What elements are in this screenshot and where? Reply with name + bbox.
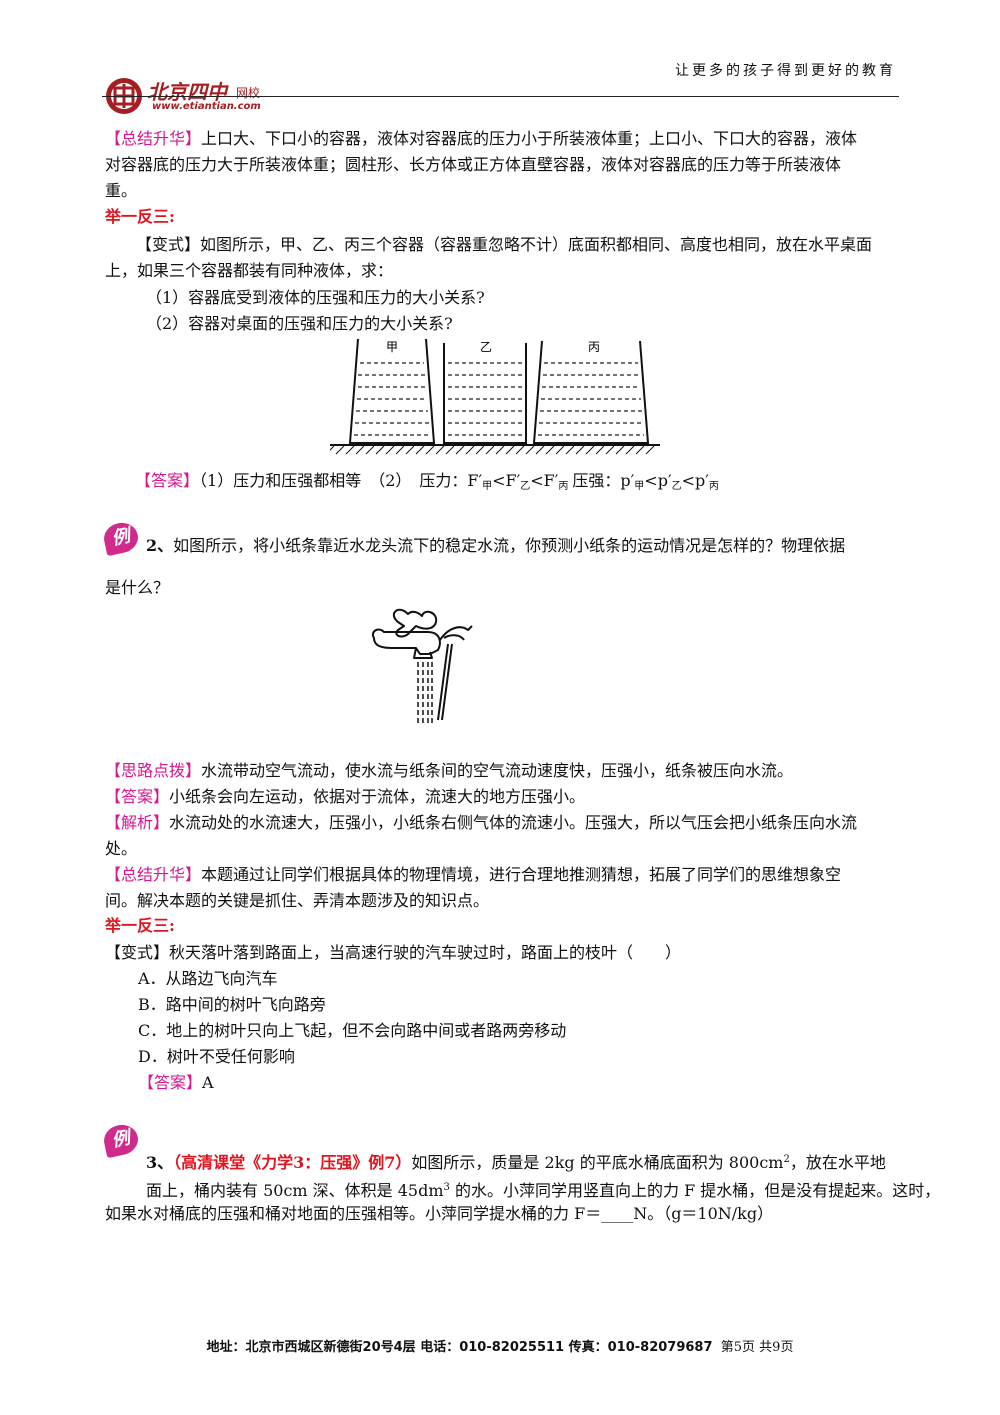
answer-tag: 【答案】 [105, 787, 170, 806]
logo-url: www.etiantian.com [152, 101, 261, 112]
answer-text: A [202, 1073, 214, 1092]
summary-tag: 【总结升华】 [105, 129, 202, 148]
answer-line: 【答案】（1）压力和压强都相等 （2） 压力：F′甲<F′乙<F′丙压强：p′甲… [135, 468, 930, 500]
summary-line: 【总结升华】本题通过让同学们根据具体的物理情境，进行合理地推测猜想，拓展了同学们… [105, 862, 900, 888]
question-text: 面上，桶内装有 50cm 深、体积是 45dm [146, 1181, 444, 1200]
hint-line: 【思路点拨】水流带动空气流动，使水流与纸条间的空气流动速度快，压强小，纸条被压向… [105, 758, 900, 784]
example2-question: 2、如图所示，将小纸条靠近水龙头流下的稳定水流，你预测小纸条的运动情况是怎样的？… [146, 533, 900, 559]
subscript: 乙 [520, 481, 531, 492]
question-text: ，放在水平地 [789, 1153, 886, 1172]
summary-paragraph: 【总结升华】上口大、下口小的容器，液体对容器底的压力小于所装液体重；上口小、下口… [105, 126, 900, 152]
subscript: 乙 [671, 481, 682, 492]
answer-text: <F′ [492, 471, 521, 490]
label-bing: 丙 [588, 340, 600, 354]
logo-text: 北京四中 [147, 80, 227, 104]
answer-text: <F′ [530, 471, 559, 490]
question-text: 如图所示，质量是 2kg 的平底水桶底面积为 800cm [411, 1153, 784, 1172]
analysis-text: 水流动处的水流速大，压强小，小纸条右侧气体的流速小。压强大，所以气压会把小纸条压… [169, 813, 858, 832]
label-yi: 乙 [480, 340, 492, 354]
option-c: C．地上的树叶只向上飞起，但不会向路中间或者路两旁移动 [138, 1021, 567, 1040]
summary-line: 对容器底的压力大于所装液体重；圆柱形、长方体或正方体直壁容器，液体对容器底的压力… [105, 155, 842, 174]
analysis-tag: 【解析】 [105, 813, 170, 832]
header-slogan: 让更多的孩子得到更好的教育 [675, 63, 896, 79]
subscript: 丙 [708, 481, 719, 492]
answer-text: 小纸条会向左运动，依据对于流体，流速大的地方压强小。 [169, 787, 586, 806]
answer-text: （1）压力和压强都相等 （2） 压力：F′ [199, 471, 483, 490]
example2-question-line: 是什么？ [105, 578, 170, 597]
subscript: 甲 [634, 481, 645, 492]
question-text: 的水。小萍同学用竖直向上的力 F 提水桶，但是没有提起来。这时， [449, 1181, 941, 1200]
subscript: 丙 [558, 481, 569, 492]
example3-question: 3、（高清课堂《力学3：压强》例7）如图所示，质量是 2kg 的平底水桶底面积为… [146, 1147, 900, 1176]
answer-text: <p′ [681, 471, 709, 490]
answer-line: 【答案】小纸条会向左运动，依据对于流体，流速大的地方压强小。 [105, 784, 900, 810]
answer-line: 【答案】A [138, 1070, 933, 1096]
practice-heading: 举一反三: [105, 916, 175, 935]
label-jia: 甲 [386, 340, 398, 354]
summary-text: 本题通过让同学们根据具体的物理情境，进行合理地推测猜想，拓展了同学们的思维想象空 [201, 865, 842, 884]
summary-line: 间。解决本题的关键是抓住、弄清本题涉及的知识点。 [105, 891, 490, 910]
example-number: 3、 [146, 1153, 174, 1172]
containers-figure: 甲 乙 丙 [330, 338, 660, 455]
question-2: （2）容器对桌面的压强和压力的大小关系? [146, 314, 453, 333]
superscript: 3 [443, 1182, 450, 1193]
variant-line: 上，如果三个容器都装有同种液体，求： [105, 261, 394, 280]
example-number: 2、 [146, 536, 174, 555]
option-d: D．树叶不受任何影响 [138, 1047, 295, 1066]
example3-question-line: 面上，桶内装有 50cm 深、体积是 45dm3 的水。小萍同学用竖直向上的力 … [146, 1175, 940, 1204]
page-number: 第5页 共9页 [720, 1340, 794, 1355]
analysis-line: 【解析】水流动处的水流速大，压强小，小纸条右侧气体的流速小。压强大，所以气压会把… [105, 810, 900, 836]
answer-text: <p′ [644, 471, 672, 490]
question-1: （1）容器底受到液体的压强和压力的大小关系? [146, 288, 485, 307]
page-footer: 地址：北京市西城区新德街20号4层 电话：010-82025511 传真：010… [0, 1336, 1000, 1355]
footer-address: 地址：北京市西城区新德街20号4层 电话：010-82025511 传真：010… [206, 1340, 713, 1355]
header-divider [102, 96, 899, 97]
summary-text: 上口大、下口小的容器，液体对容器底的压力小于所装液体重；上口小、下口大的容器，液… [201, 129, 858, 148]
superscript: 2 [783, 1154, 790, 1165]
subscript: 甲 [482, 481, 493, 492]
answer-text: 压强：p′ [572, 471, 635, 490]
hint-tag: 【思路点拨】 [105, 761, 202, 780]
option-a: A．从路边飞向汽车 [138, 969, 278, 988]
answer-tag: 【答案】 [138, 1073, 203, 1092]
faucet-figure [372, 608, 473, 726]
example-badge: 例 [101, 1121, 141, 1159]
summary-tag: 【总结升华】 [105, 865, 202, 884]
question-text: 如图所示，将小纸条靠近水龙头流下的稳定水流，你预测小纸条的运动情况是怎样的？物理… [173, 536, 846, 555]
logo-sub: 网校 [236, 86, 261, 100]
answer-tag: 【答案】 [135, 471, 200, 490]
variant-line: 【变式】秋天落叶落到路面上，当高速行驶的汽车驶过时，路面上的枝叶（ ） [105, 943, 682, 962]
source-reference: （高清课堂《力学3：压强》例7） [173, 1153, 412, 1172]
example-badge: 例 [101, 519, 141, 557]
summary-line: 重。 [105, 181, 138, 200]
variant-line: 【变式】如图所示，甲、乙、丙三个容器（容器重忽略不计）底面积都相同、高度也相同，… [136, 235, 873, 254]
example3-question-line: 如果水对桶底的压强和桶对地面的压强相等。小萍同学提水桶的力 F＝____N。（g… [105, 1204, 774, 1223]
analysis-line: 处。 [105, 839, 138, 858]
option-b: B．路中间的树叶飞向路旁 [138, 995, 326, 1014]
practice-heading: 举一反三: [105, 207, 175, 226]
hint-text: 水流带动空气流动，使水流与纸条间的空气流动速度快，压强小，纸条被压向水流。 [201, 761, 794, 780]
